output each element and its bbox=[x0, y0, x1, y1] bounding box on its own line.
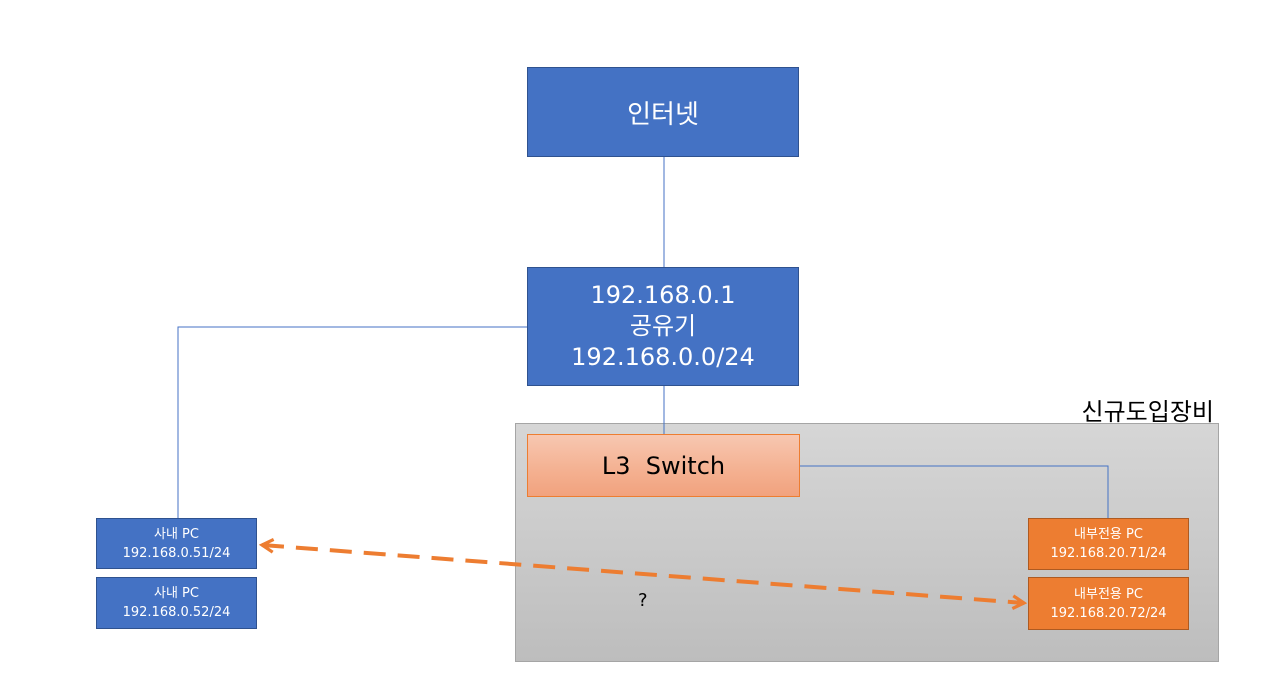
router-name: 공유기 bbox=[629, 312, 697, 340]
office-pc-2-name: 사내 PC bbox=[154, 586, 199, 601]
router-network: 192.168.0.0/24 bbox=[571, 343, 755, 371]
office-pc-1-name: 사내 PC bbox=[154, 526, 199, 542]
new-equipment-group-label: 신규도입장비 bbox=[1081, 398, 1214, 426]
dashed-connection-arrow bbox=[258, 538, 1028, 610]
router-office-pc-link bbox=[177, 326, 527, 518]
internet-label: 인터넷 bbox=[627, 99, 699, 130]
internal-pc-1-name: 내부전용 PC bbox=[1074, 527, 1143, 542]
router-node: 192.168.0.1 공유기 192.168.0.0/24 bbox=[527, 267, 799, 386]
internal-pc-1: 내부전용 PC 192.168.20.71/24 bbox=[1028, 518, 1189, 570]
internal-pc-2-name: 내부전용 PC bbox=[1074, 586, 1143, 602]
office-pc-2: 사내 PC 192.168.0.52/24 bbox=[96, 577, 257, 629]
internal-pc-2: 내부전용 PC 192.168.20.72/24 bbox=[1028, 577, 1189, 630]
switch-internal-pc-link bbox=[800, 465, 1109, 518]
internal-pc-2-ip: 192.168.20.72/24 bbox=[1050, 605, 1167, 621]
router-ip: 192.168.0.1 bbox=[590, 281, 736, 309]
internal-pc-1-ip: 192.168.20.71/24 bbox=[1050, 546, 1167, 561]
internet-node: 인터넷 bbox=[527, 67, 799, 157]
office-pc-1: 사내 PC 192.168.0.51/24 bbox=[96, 518, 257, 569]
l3-switch-node: L3 Switch bbox=[527, 434, 800, 497]
office-pc-2-ip: 192.168.0.52/24 bbox=[122, 605, 231, 620]
switch-label: L3 Switch bbox=[601, 451, 726, 480]
connection-question-mark: ? bbox=[638, 590, 648, 611]
office-pc-1-ip: 192.168.0.51/24 bbox=[122, 545, 231, 561]
